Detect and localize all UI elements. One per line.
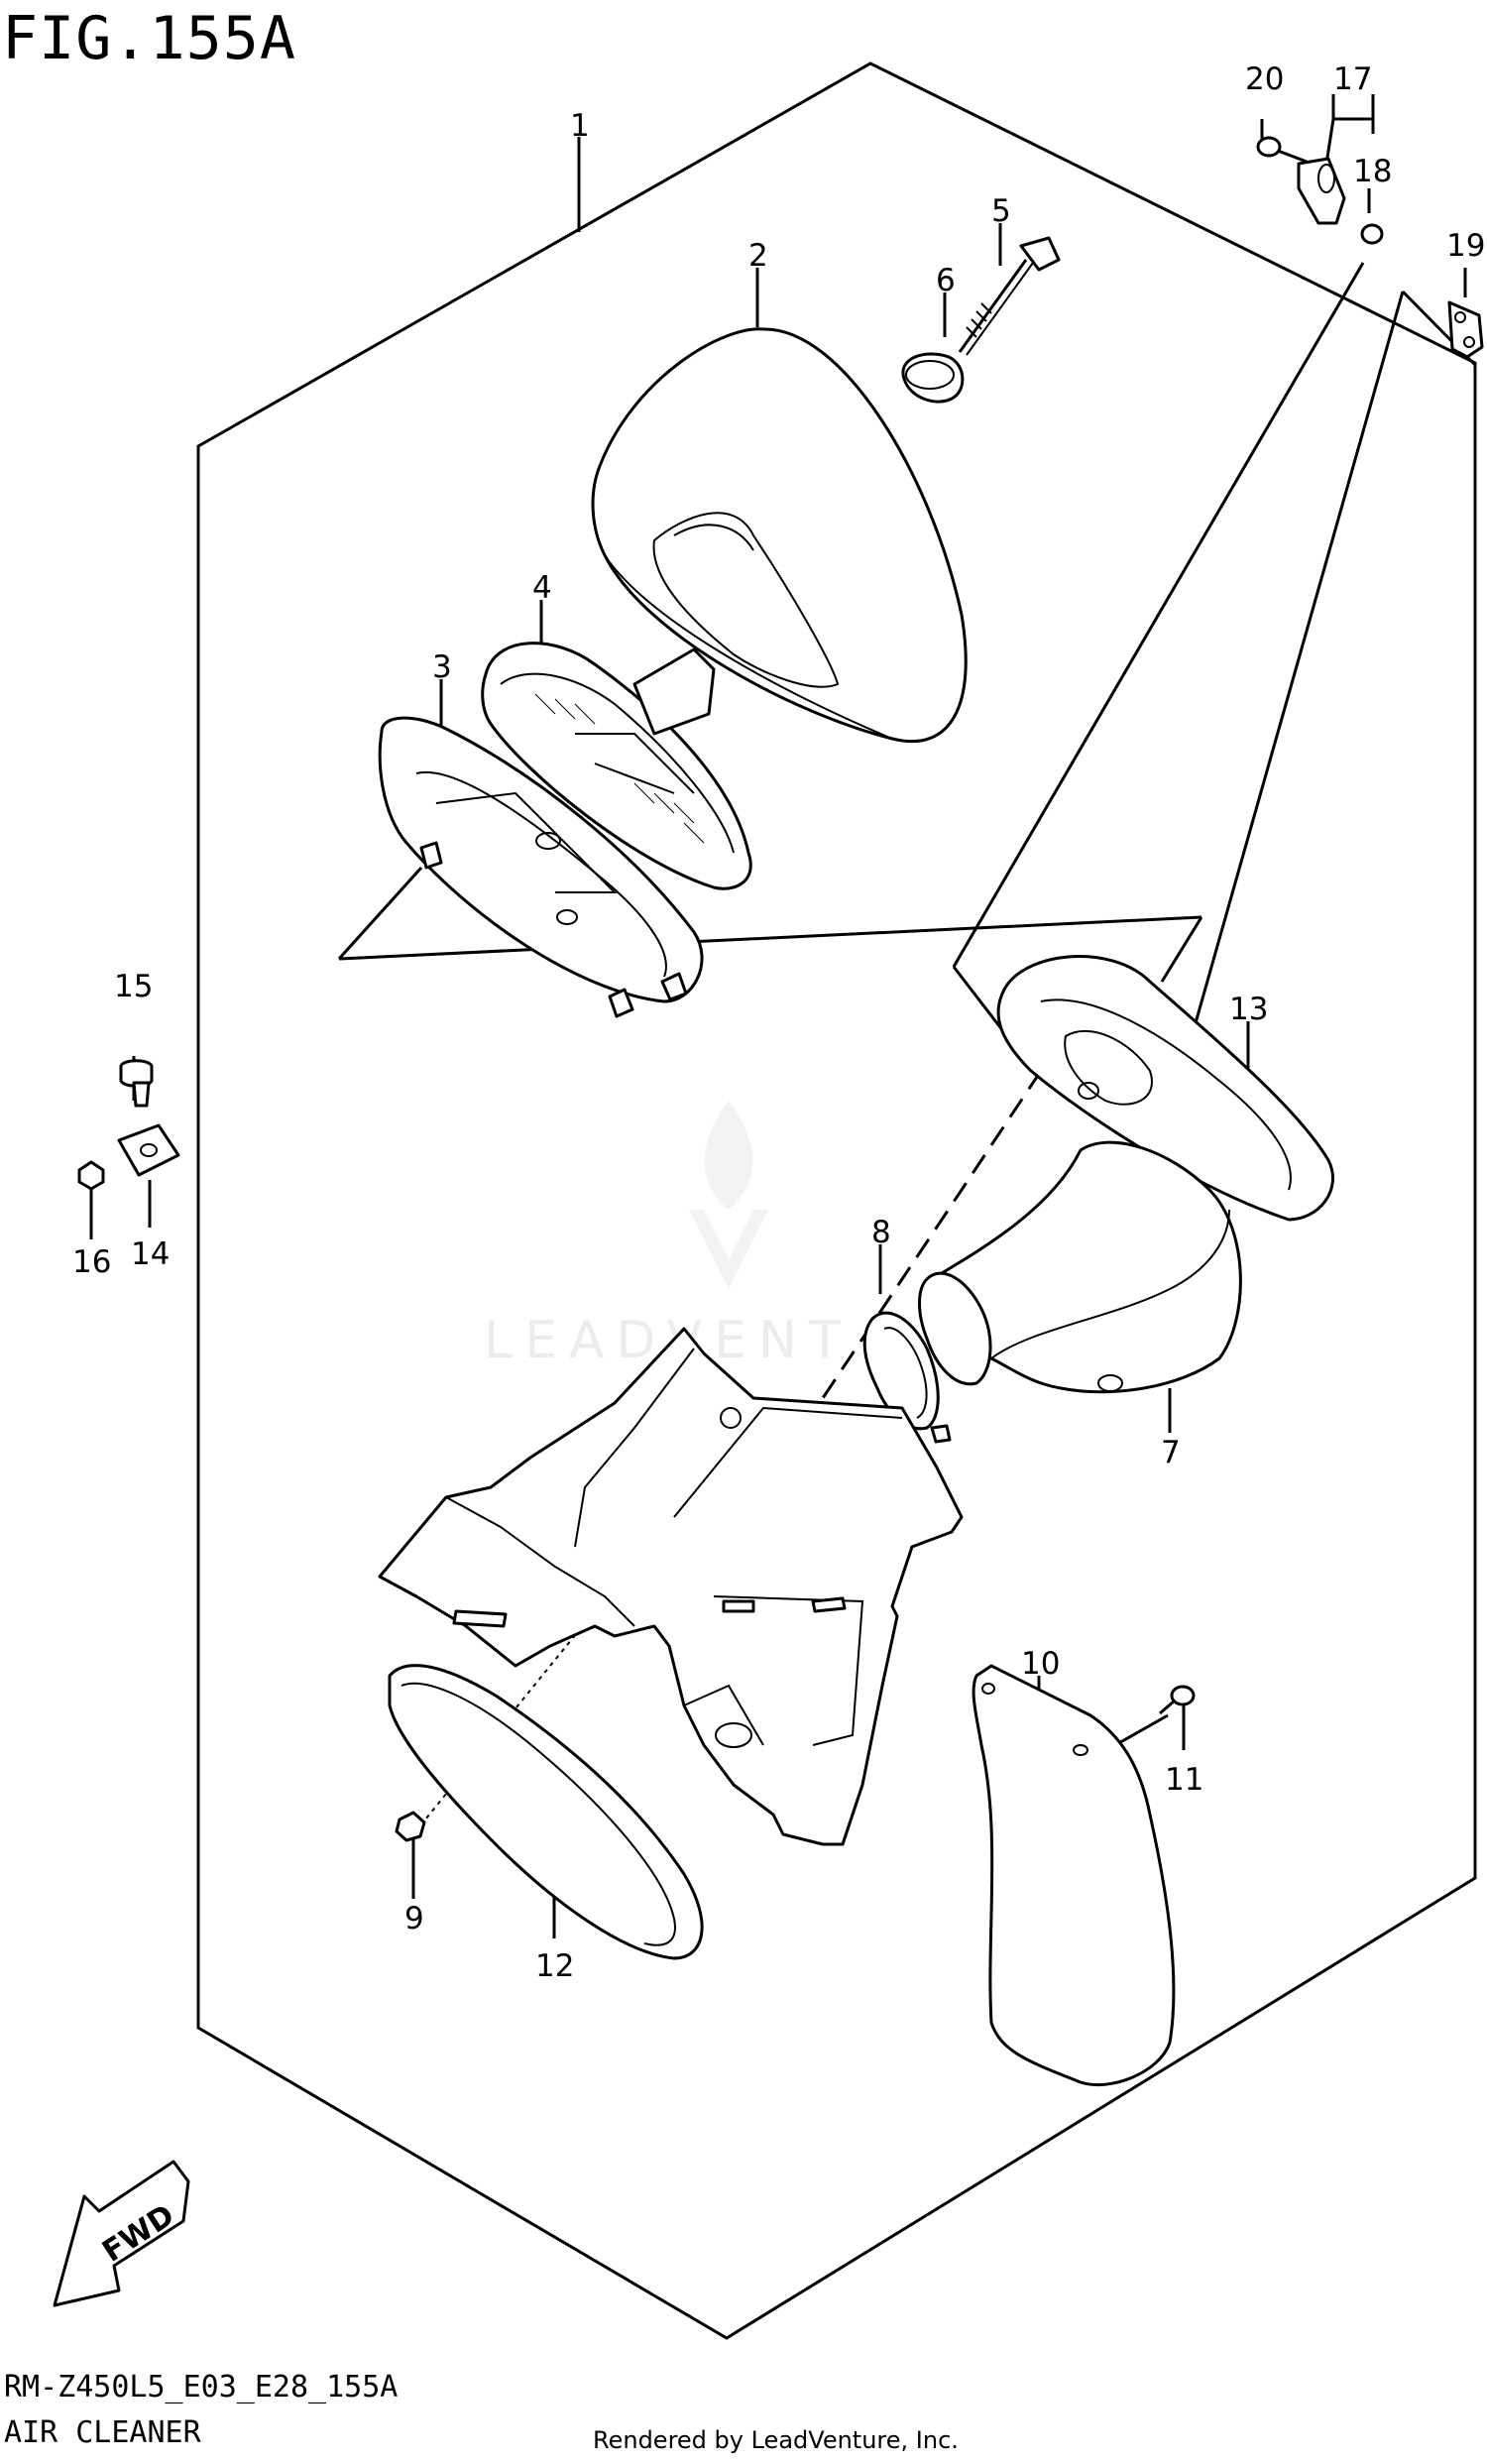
diagram-code: RM-Z450L5_E03_E28_155A (4, 2370, 399, 2405)
part-20-bolt (1256, 136, 1308, 164)
callout-3: 3 (432, 649, 452, 685)
callout-17: 17 (1333, 61, 1372, 97)
part-12-gasket (388, 1664, 704, 1960)
callout-labels: 1 2 3 4 5 6 7 8 9 10 11 12 13 14 15 16 1… (72, 61, 1485, 1984)
callout-20: 20 (1245, 61, 1284, 97)
part-8-clamp (862, 1311, 952, 1444)
callout-5: 5 (991, 193, 1011, 229)
callout-11: 11 (1165, 1762, 1203, 1798)
diagram-name: AIR CLEANER (4, 2415, 201, 2450)
part-13-outlet-flange (996, 955, 1334, 1222)
part-4-filter-cage (481, 642, 752, 890)
part-1-air-cleaner-box (378, 1327, 964, 1846)
callout-19: 19 (1446, 228, 1485, 264)
callout-7: 7 (1161, 1435, 1181, 1470)
render-credit: Rendered by LeadVenture, Inc. (593, 2426, 959, 2454)
part-19-plate (1447, 300, 1484, 359)
part-2-air-filter-element (591, 327, 968, 744)
callout-16: 16 (72, 1244, 111, 1280)
callout-6: 6 (936, 263, 956, 298)
part-11-screw (1159, 1685, 1196, 1715)
callout-15: 15 (114, 969, 153, 1004)
callout-8: 8 (871, 1215, 891, 1250)
callout-1: 1 (570, 108, 590, 144)
fwd-arrow-icon: FWD (53, 2160, 190, 2307)
callout-4: 4 (532, 570, 552, 606)
callout-13: 13 (1229, 992, 1268, 1027)
part-9-nut (395, 1811, 426, 1842)
part-14-nut-clip (117, 1123, 180, 1177)
figure-title: FIG.155A (2, 4, 296, 73)
part-7-intake-duct (918, 1140, 1242, 1394)
part-17-holder (1297, 157, 1346, 225)
callout-10: 10 (1021, 1646, 1060, 1682)
watermark-logo-icon (689, 1101, 768, 1289)
part-18-o-ring (1360, 223, 1384, 245)
callout-18: 18 (1353, 154, 1392, 189)
callout-14: 14 (131, 1236, 170, 1272)
part-3-filter-holder-plate (378, 716, 704, 1018)
callout-2: 2 (748, 238, 768, 274)
part-6-collar (901, 352, 965, 404)
part-15-bolt (119, 1059, 154, 1108)
callout-12: 12 (535, 1948, 574, 1984)
part-10-side-cover (972, 1664, 1176, 2087)
part-5-long-bolt (958, 236, 1061, 356)
part-16-nut (77, 1160, 105, 1191)
callout-9: 9 (404, 1901, 424, 1936)
